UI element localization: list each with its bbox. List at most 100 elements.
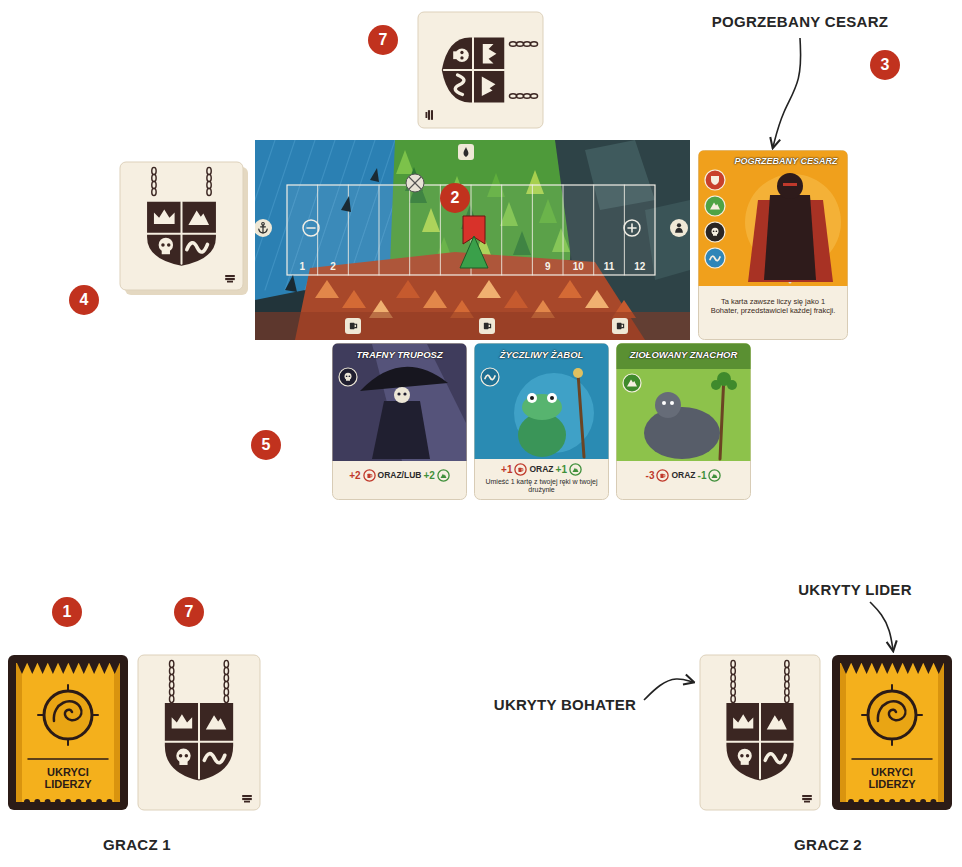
team-glyph-part [431,110,433,120]
mountain-glyph [712,474,718,478]
skull-glyph-part [167,243,171,247]
wave-glyph-part [455,75,464,94]
card-back-part [120,162,243,290]
skull-glyph-part [460,56,463,59]
leader-card-art-part [89,663,99,674]
hero-card-art-part [522,394,562,420]
skull-glyph-part [740,754,743,757]
card-back-part [731,681,735,688]
hero-card-art-part [333,344,467,462]
game-board-art-part [396,280,420,298]
card-back-part [472,38,474,103]
mountain-glyph [710,203,720,210]
team-glyph [802,795,812,803]
hero-card-art-part [644,407,720,459]
hero-card-art-part [475,344,609,460]
game-board-art-part [558,280,582,298]
effect-value: +2 [423,470,434,481]
effect-row: +1ORAZ+1 [474,463,609,476]
emperor-card-art-part [705,196,725,216]
leader-card-art-part [28,758,108,760]
team-glyph [242,795,252,803]
callout-circle [440,183,470,213]
game-board-art [255,140,690,340]
card-title: TRAFNY TRUPOSZ [336,350,463,361]
game-board-art-part [315,280,339,298]
skull-glyph-part [713,230,715,232]
effect-row: +2ORAZ/LUB+2 [332,469,467,482]
card-back-part [523,94,530,98]
skull-glyph-part [349,375,351,377]
hero-card-art-part [617,344,751,500]
callout-circle [52,597,82,627]
leader-card: UKRYCI LIDERZY [8,655,128,810]
card-back [700,655,820,810]
leader-arrow [870,602,893,650]
mug-glyph [519,468,524,472]
emperor-card: POGRZEBANY CESARZTa karta zawsze liczy s… [698,150,848,340]
game-board-art-part [501,185,502,275]
mountain-glyph-part [710,203,720,210]
leader-card-art-part [8,655,128,810]
mountain-glyph-part [712,474,718,478]
skull-glyph-part [179,754,182,757]
callout-number: 4 [80,292,89,308]
game-board-art-part [406,174,424,192]
mug-glyph [617,323,624,329]
influence-icon-part [515,464,526,475]
card-back-part [165,741,233,743]
influence-icon [656,469,669,482]
card-back-part [224,660,228,667]
hero-card-art-part [333,344,467,500]
skull-glyph-part [716,230,718,232]
hero-card-art-part [662,401,666,405]
wave-glyph [204,754,224,763]
mug-glyph-part [355,324,357,327]
leader-card-art-part [16,663,120,802]
flame-glyph [464,147,469,157]
effect-value: -3 [646,470,655,481]
leader-card-art-part [841,663,851,674]
leader-card-art-part [38,714,44,716]
card-back-part [700,655,820,810]
leader-card-art-part [24,799,30,805]
card-back-part [785,695,789,702]
game-board-art-part [409,177,421,189]
wave-glyph [187,243,208,252]
shield-glyph [711,176,719,185]
leader-card-art-part [48,663,58,674]
leader-card-art-part [868,691,916,739]
hero-card-art-part [481,368,499,386]
leader-card-art-part [69,663,79,674]
hero-card-art-part [372,401,430,459]
leader-card-art-part [903,663,913,674]
team-glyph-part [227,281,233,283]
hero-card-art-part [475,344,609,500]
card-back-part [516,42,523,46]
hero-card-art-part [550,396,554,400]
team-glyph-part [225,275,235,277]
emperor-card-art-part [699,151,848,340]
track-number: 1 [292,261,312,273]
mountain-glyph-part [767,715,787,729]
card-back-part [152,188,156,195]
leader-card-art-part [76,799,82,805]
emperor-card-art-part [705,248,725,268]
annotation-label: GRACZ 1 [103,836,171,853]
card-back [418,12,543,128]
card-back-part [785,688,789,695]
person-glyph-part [675,228,683,233]
leader-card-art-part [872,663,882,674]
hero-card-art-part [547,393,557,403]
game-board-art-part [563,185,564,275]
anchor-glyph [259,222,267,232]
annotation-label: UKRYTY BOHATER [494,696,636,713]
leader-card-art-part [878,701,906,721]
card-back-part [530,42,537,46]
skull-glyph-part [460,51,463,54]
hero-card-art-part [372,344,466,461]
team-glyph [225,275,235,283]
effect-text: ORAZ/LUB [378,471,422,480]
effect-row: -3ORAZ-1 [616,469,751,482]
game-board-art-part [423,290,447,308]
